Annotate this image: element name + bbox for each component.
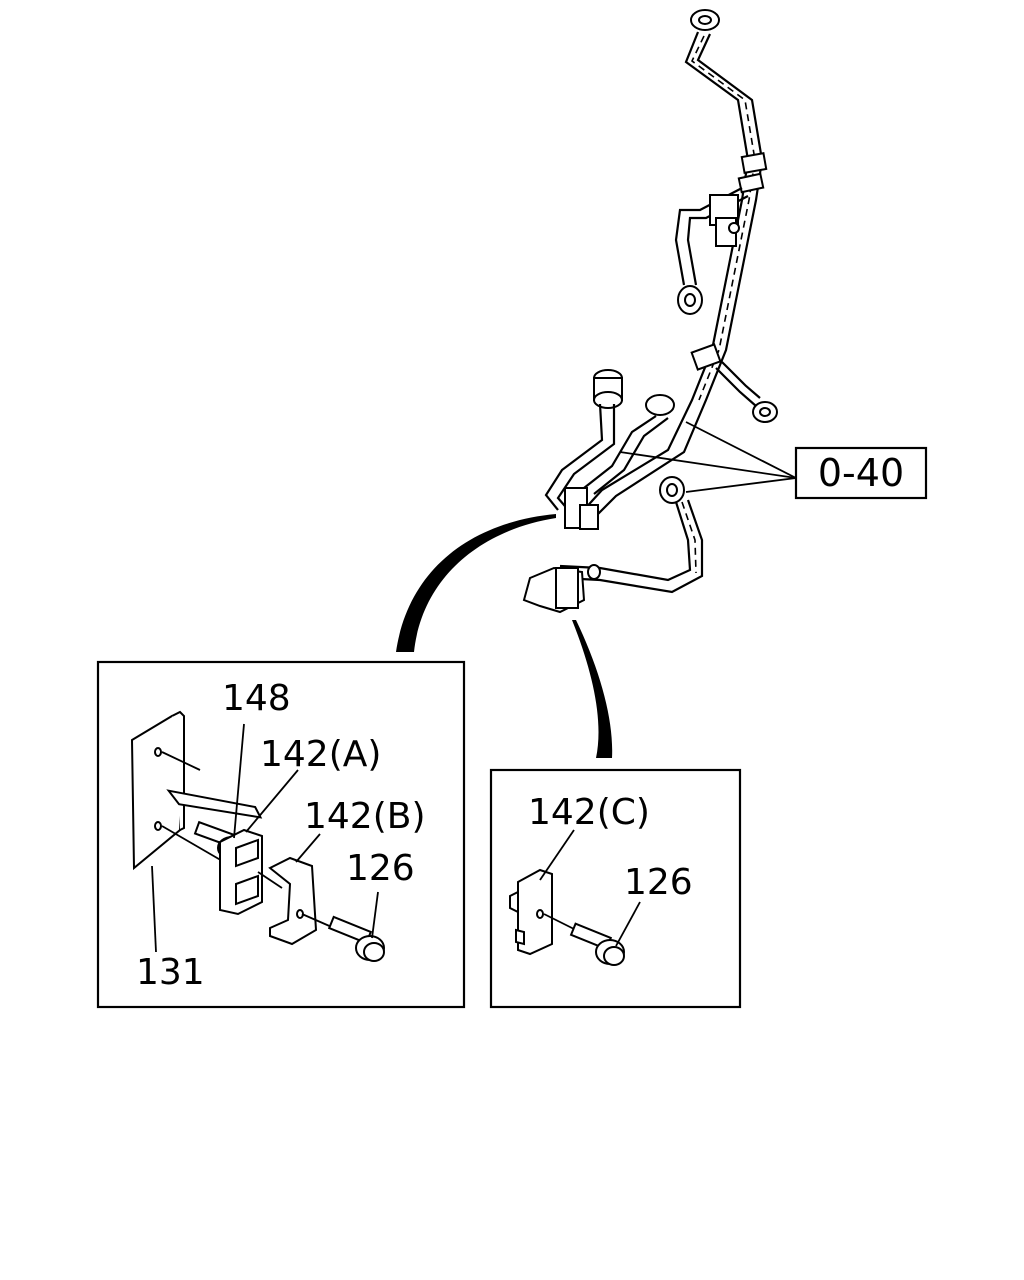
clamp-142b <box>257 856 318 946</box>
detail-arrow-right <box>572 620 613 758</box>
callout-142b: 142(B) <box>304 796 426 837</box>
main-pipe-inner <box>593 33 764 519</box>
callout-131: 131 <box>136 952 205 993</box>
main-pipe-outer <box>581 31 750 513</box>
bolt-126-right <box>543 913 625 966</box>
clamp-142c <box>509 868 553 956</box>
reference-label: 0-40 <box>818 451 904 495</box>
detail-arrow-left <box>396 514 556 652</box>
pipe-assembly <box>522 9 797 614</box>
callout-126-left: 126 <box>346 848 415 889</box>
callout-126-right: 126 <box>624 862 693 903</box>
reference-box[interactable]: 0-40 <box>794 446 928 500</box>
mid-sleeve <box>690 343 722 371</box>
detail-box-left: 148 142(A) 142(B) 126 131 <box>96 660 466 1009</box>
callout-142c: 142(C) <box>528 792 650 833</box>
clamp-142a <box>161 825 263 916</box>
callout-142a: 142(A) <box>260 734 381 775</box>
callout-148: 148 <box>222 678 291 719</box>
fitting-left-mid <box>645 394 675 416</box>
detail-box-right: 142(C) 126 <box>489 768 742 1009</box>
side-branch <box>715 367 757 407</box>
bolt-126-left <box>301 913 385 962</box>
